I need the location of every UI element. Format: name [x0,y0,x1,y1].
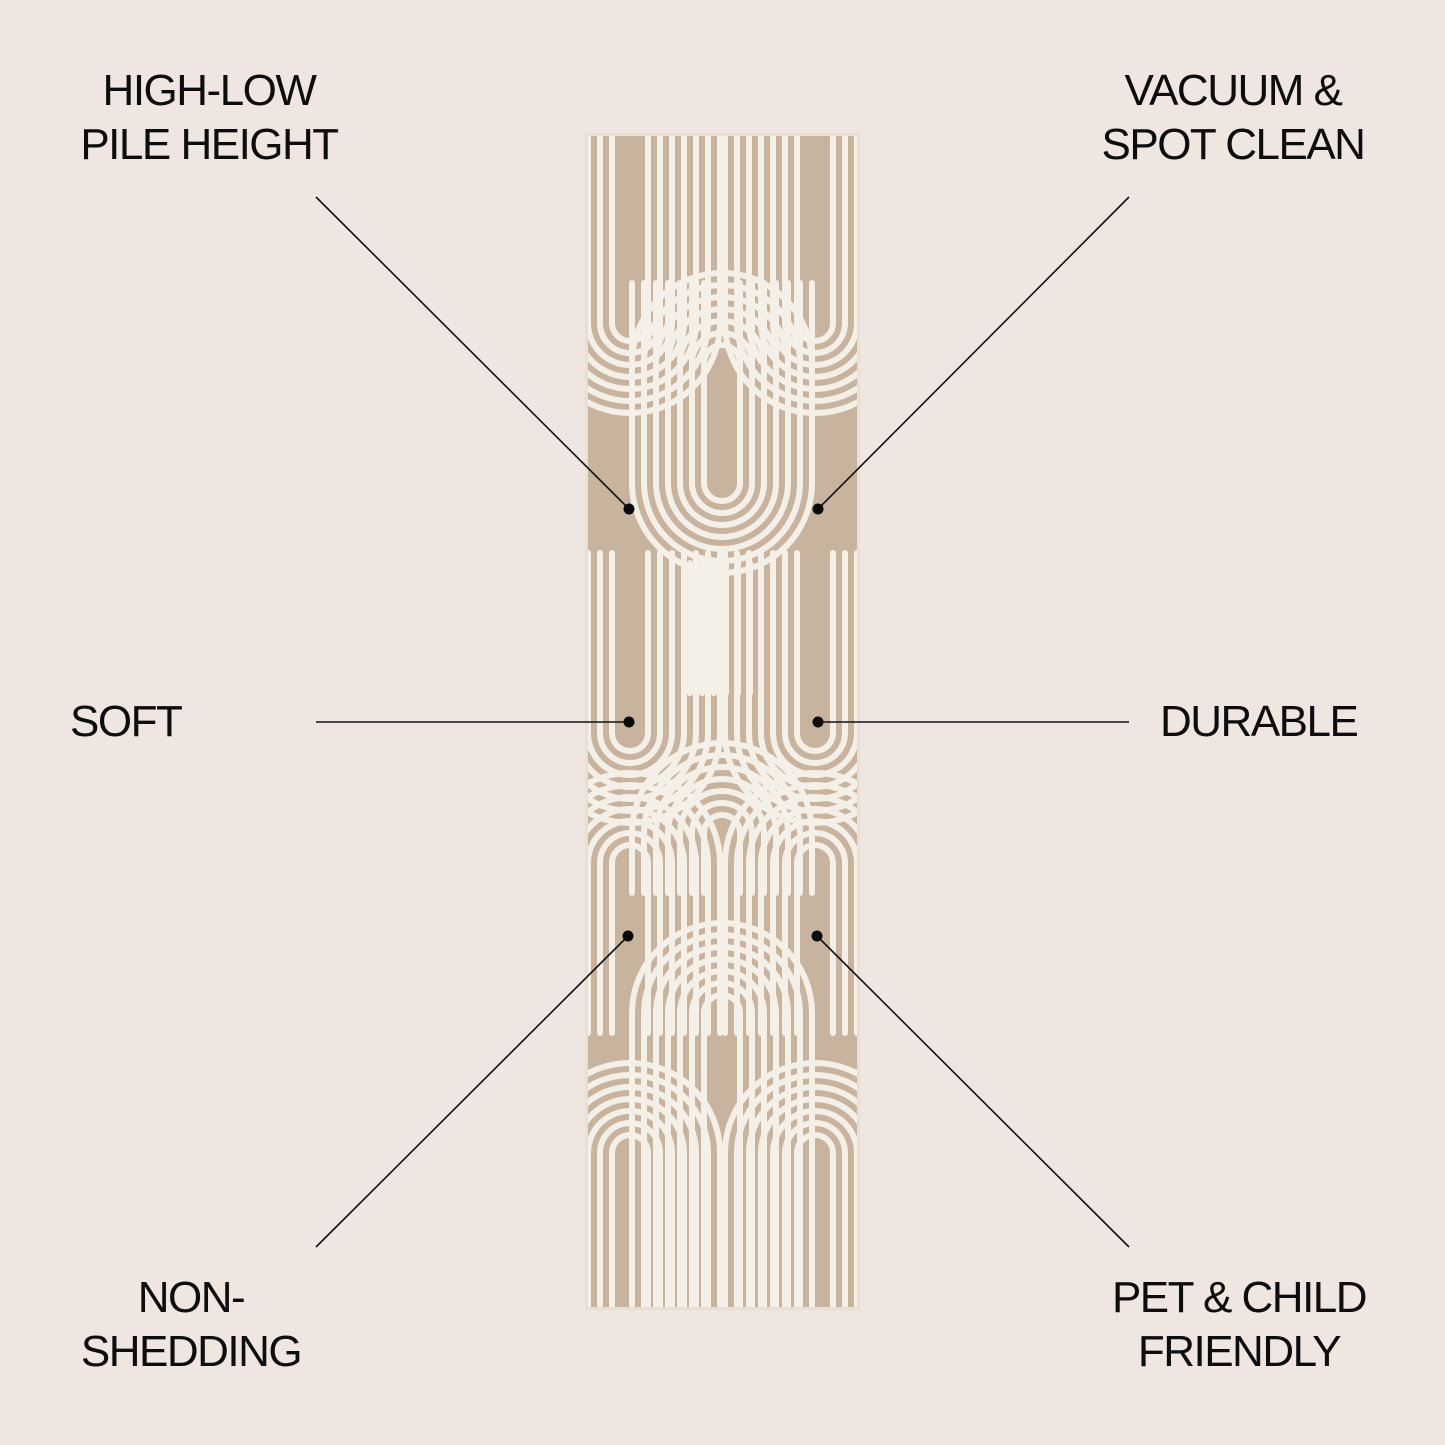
feature-pet-child-friendly: PET & CHILD FRIENDLY [1098,1271,1380,1379]
callout-line-bottom-left [315,935,629,1248]
feature-label-line: PET & CHILD [1111,1273,1368,1322]
callout-dot-bottom-right [811,930,823,942]
callout-dot-top-left [623,503,635,515]
callout-dot-mid-right [812,716,824,728]
feature-label-line: FRIENDLY [1137,1327,1342,1376]
feature-label-line: HIGH-LOW [102,66,317,115]
callout-dot-bottom-left [622,930,634,942]
feature-label-line: SPOT CLEAN [1101,120,1366,169]
callout-dot-mid-left [623,716,635,728]
callout-dot-top-right [812,503,824,515]
feature-label-line: SOFT [70,697,183,746]
feature-vacuum-spot-clean: VACUUM & SPOT CLEAN [1087,64,1379,172]
callout-line-bottom-right [816,935,1130,1248]
feature-label-line: DURABLE [1160,697,1359,746]
callout-line-top-left [315,196,630,510]
feature-high-low-pile: HIGH-LOW PILE HEIGHT [68,64,350,172]
feature-label-line: SHEDDING [80,1327,303,1376]
feature-non-shedding: NON- SHEDDING [62,1271,320,1379]
callout-line-top-right [817,196,1130,510]
feature-label-line: PILE HEIGHT [80,120,339,169]
feature-label-line: VACUUM & [1124,66,1343,115]
feature-soft: SOFT [70,695,183,749]
feature-durable: DURABLE [1160,695,1359,749]
feature-label-line: NON- [137,1273,246,1322]
